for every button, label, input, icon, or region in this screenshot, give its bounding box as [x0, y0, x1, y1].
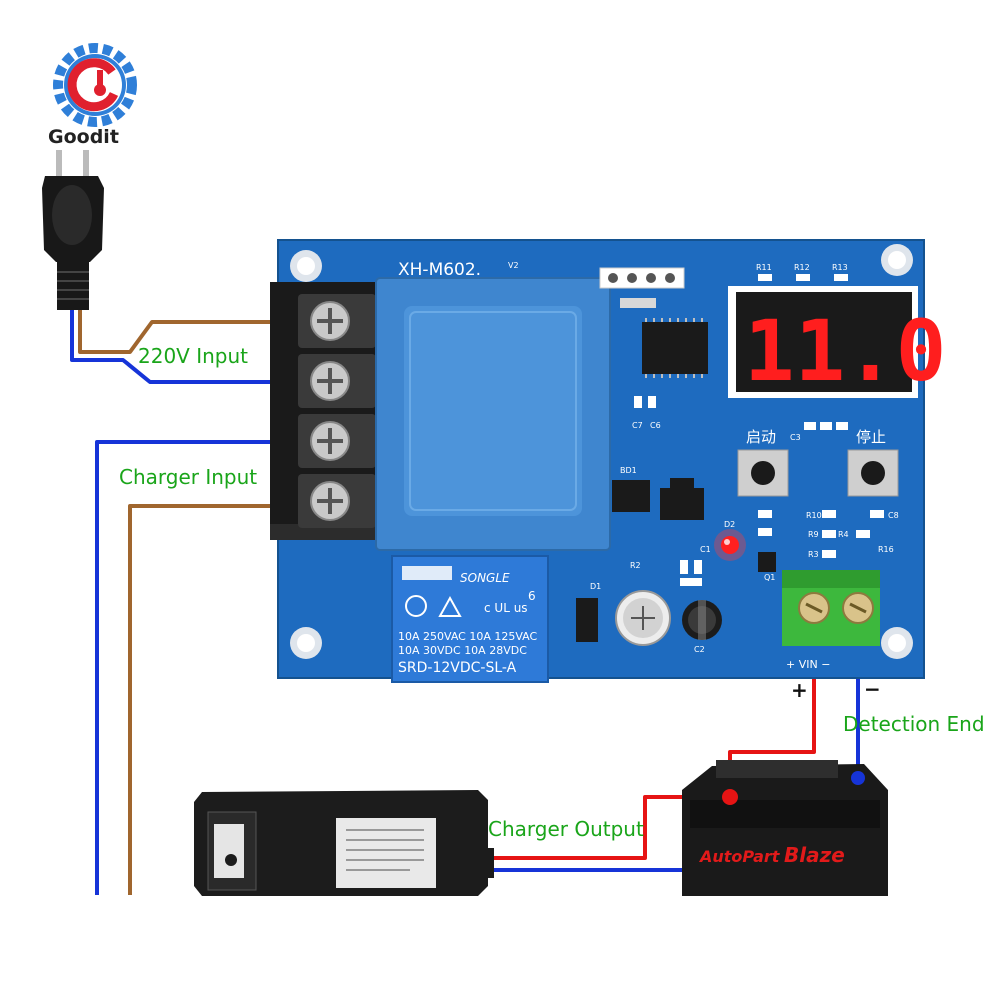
seven-segment-display: 11.0	[728, 286, 946, 400]
goodit-logo: Goodit	[48, 43, 137, 148]
silk-d2: D2	[724, 520, 735, 529]
battery-negative-terminal	[851, 771, 865, 785]
silk-bd1: BD1	[620, 466, 637, 475]
silk-c8: C8	[888, 511, 899, 520]
detection-terminal	[782, 570, 880, 646]
plus-sign: +	[791, 678, 808, 702]
smd-components	[620, 274, 884, 586]
silk-r10: R10	[806, 511, 822, 520]
silk-c7: C7	[632, 421, 643, 430]
screw-terminal-block	[270, 282, 380, 540]
silk-r9: R9	[808, 530, 819, 539]
wire-charger-input-neg	[95, 440, 312, 895]
battery-brand-2: Blaze	[784, 843, 845, 867]
brand-name: Goodit	[48, 126, 119, 148]
silk-r2: R2	[630, 561, 641, 570]
wire-ac-neutral	[70, 310, 312, 384]
board-model: XH-M602.	[398, 260, 481, 280]
silk-r4: R4	[838, 530, 849, 539]
silk-r12: R12	[794, 263, 810, 272]
silk-r13: R13	[832, 263, 848, 272]
silk-c3: C3	[790, 433, 801, 442]
relay-cert: c UL us	[484, 601, 528, 615]
wire-charger-input-pos	[128, 504, 312, 895]
silk-r3: R3	[808, 550, 819, 559]
ac-plug-icon	[42, 150, 104, 310]
stop-button: 停止	[847, 428, 899, 497]
labels: 220V Input Charger Input Charger Output …	[119, 344, 985, 841]
silk-r11: R11	[756, 263, 772, 272]
start-button-label: 启动	[746, 428, 776, 446]
relay-mark: 6	[528, 589, 536, 603]
terminal-marking: + VIN −	[786, 658, 830, 671]
header-pins	[599, 267, 685, 289]
relay-model: SRD-12VDC-SL-A	[398, 660, 517, 676]
charger-output-label: Charger Output	[488, 817, 644, 841]
display-value: 11.0	[744, 302, 946, 400]
xh-m602-board: oodit XH-M602. V2	[270, 239, 946, 683]
capacitors	[615, 590, 722, 646]
ic-chip	[642, 318, 708, 378]
terminal-screw-icon	[298, 294, 376, 528]
silk-q1: Q1	[764, 573, 775, 582]
charger-adapter	[194, 790, 494, 896]
board-version: V2	[508, 261, 519, 270]
charger-input-label: Charger Input	[119, 465, 257, 489]
wire-ac-live	[78, 310, 312, 354]
detection-end-label: Detection End	[843, 712, 985, 736]
battery-brand-1: AutoPart	[698, 847, 781, 866]
silk-c2: C2	[694, 645, 705, 654]
led-indicator	[714, 529, 746, 561]
ac-input-label: 220V Input	[138, 344, 248, 368]
silk-r16: R16	[878, 545, 894, 554]
battery-positive-terminal	[722, 789, 738, 805]
minus-sign: −	[864, 677, 881, 701]
relay-brand: SONGLE	[460, 571, 510, 585]
car-battery: AutoPart Blaze	[682, 760, 888, 896]
silk-d1: D1	[590, 582, 601, 591]
regulators	[576, 478, 776, 642]
relay-rating-2: 10A 30VDC 10A 28VDC	[398, 644, 527, 657]
relay-rating-1: 10A 250VAC 10A 125VAC	[398, 630, 538, 643]
stop-button-label: 停止	[856, 428, 886, 446]
start-button: 启动	[737, 428, 789, 497]
relay: SONGLE c UL us 6 10A 250VAC 10A 125VAC 1…	[391, 555, 549, 683]
transformer	[375, 277, 611, 551]
mounting-hole-icon	[290, 244, 913, 659]
silk-c1: C1	[700, 545, 711, 554]
silk-c6: C6	[650, 421, 661, 430]
